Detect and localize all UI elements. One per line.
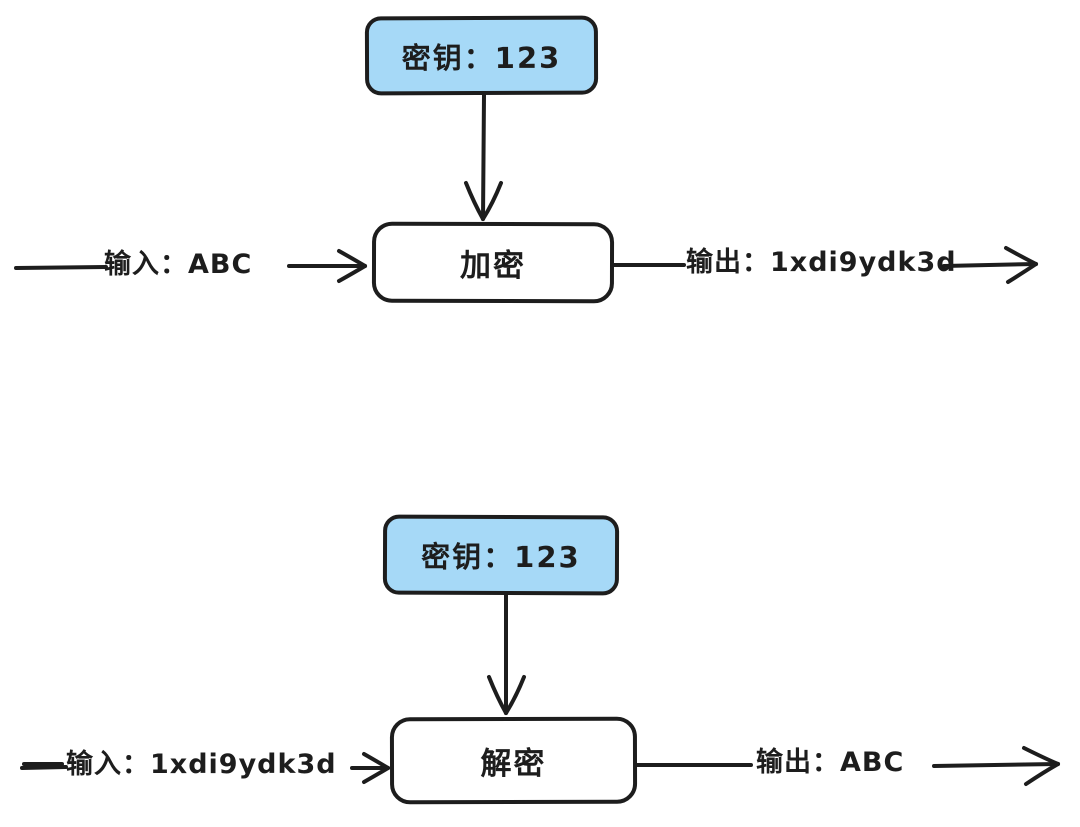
decryption-key-arrow-down-icon bbox=[487, 593, 526, 715]
decryption-key-box: 密钥：123 bbox=[382, 514, 620, 596]
encryption-input-line bbox=[14, 265, 108, 270]
encryption-input-arrow-right-icon bbox=[287, 249, 367, 283]
encryption-key-label: 密钥：123 bbox=[401, 40, 562, 75]
decryption-input-line bbox=[20, 762, 68, 770]
encryption-key-arrow-down-icon bbox=[464, 93, 503, 221]
encryption-input-label: 输入：ABC bbox=[104, 249, 253, 280]
encryption-key-box: 密钥：123 bbox=[364, 15, 599, 96]
decryption-output-label: 输出：ABC bbox=[756, 747, 905, 778]
encryption-process-label: 加密 bbox=[459, 247, 527, 285]
encryption-output-label: 输出：1xdi9ydk3d bbox=[686, 247, 957, 278]
encryption-output-arrow-right-icon bbox=[942, 246, 1038, 284]
encryption-process-box: 加密 bbox=[371, 221, 615, 304]
decryption-output-line bbox=[635, 763, 753, 767]
decryption-process-box: 解密 bbox=[389, 716, 638, 805]
decryption-process-label: 解密 bbox=[480, 745, 547, 783]
decryption-output-arrow-right-icon bbox=[932, 746, 1060, 786]
decryption-key-label: 密钥：123 bbox=[421, 539, 581, 575]
decryption-input-arrow-right-icon bbox=[350, 752, 390, 784]
encryption-output-line bbox=[610, 263, 686, 267]
decryption-input-label: 输入：1xdi9ydk3d bbox=[66, 749, 337, 780]
